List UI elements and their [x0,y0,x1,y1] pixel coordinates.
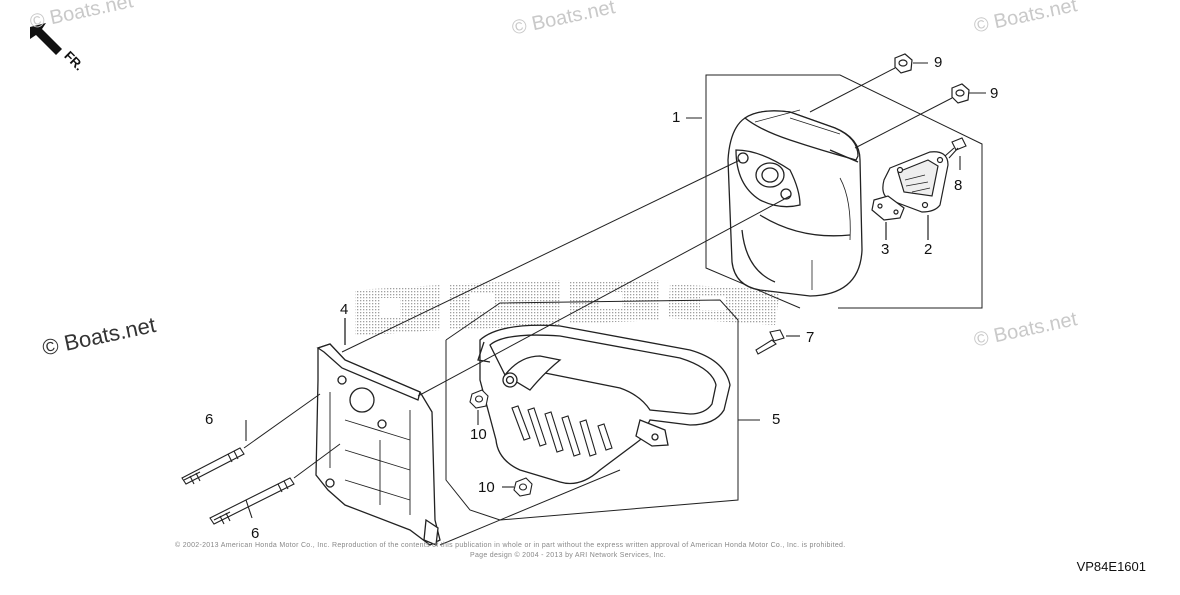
callout-10-upper: 10 [470,426,487,443]
callout-6-upper: 6 [205,411,214,428]
front-direction-arrow-icon [30,23,62,55]
nut-9-right [951,83,970,104]
muffler-protector-2 [882,151,949,240]
gasket-3 [871,195,905,240]
heat-shield-4 [315,318,441,546]
callout-1: 1 [672,109,681,126]
muffler-protector-5 [477,324,731,485]
leader-lines-9 [809,62,986,149]
assembly-lines [341,117,791,546]
callout-10-lower: 10 [478,479,495,496]
copyright-line-2: Page design © 2004 - 2013 by ARI Network… [470,552,666,559]
callout-9-upper: 9 [934,54,943,71]
group-box-protector [445,299,760,521]
nut-9-top [894,53,913,74]
stud-bolt-6-lower [209,443,341,525]
callout-2: 2 [924,241,933,258]
callout-7: 7 [806,329,815,346]
diagram-code: VP84E1601 [1076,559,1146,574]
callout-5: 5 [772,411,781,428]
stud-bolt-6-upper [181,393,321,485]
screw-8 [944,137,967,170]
callout-3: 3 [881,241,890,258]
copyright-line-1: © 2002-2013 American Honda Motor Co., In… [175,542,846,549]
callout-6-lower: 6 [251,525,260,542]
callout-8: 8 [954,177,963,194]
nut-10-lower [502,477,533,497]
group-box-muffler [705,74,983,309]
bolt-7 [755,329,800,355]
callout-4: 4 [340,301,349,318]
nut-10-upper [469,389,489,425]
muffler-body [727,109,863,297]
callout-9-lower: 9 [990,85,999,102]
